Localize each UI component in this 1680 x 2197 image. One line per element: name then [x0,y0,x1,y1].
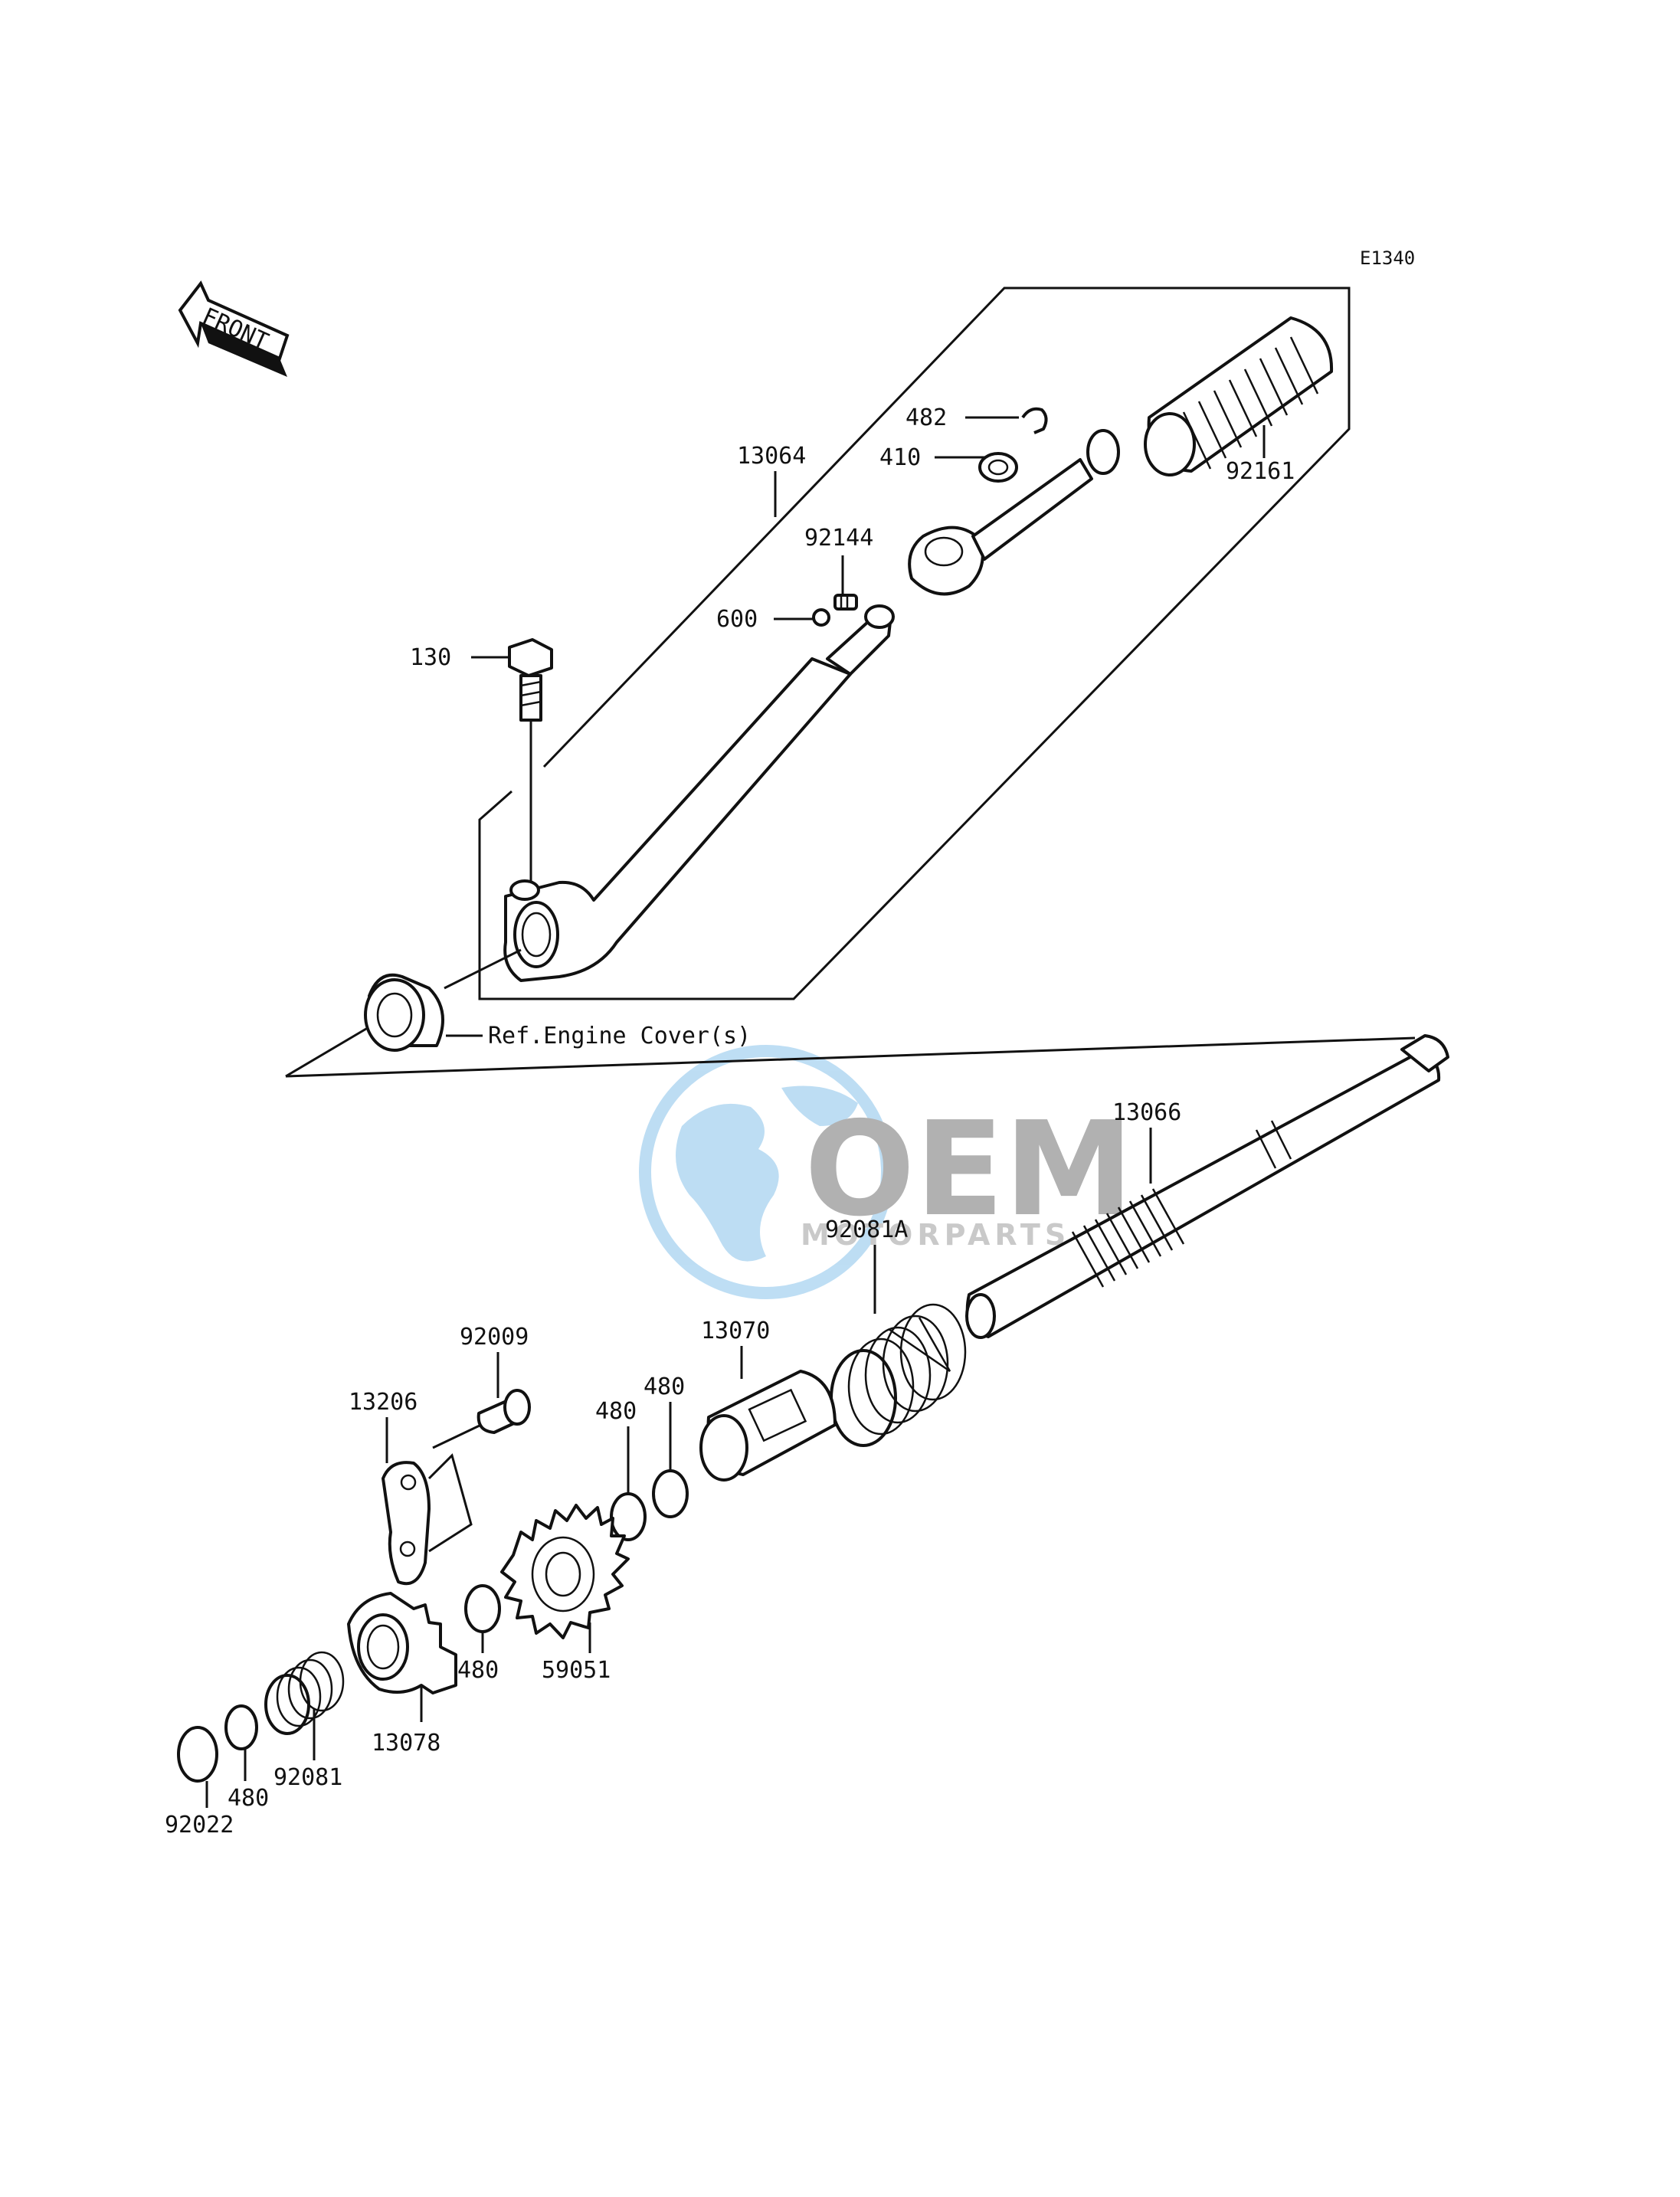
watermark-main-text: OEM [804,1094,1134,1246]
callout-480-c: 480 [457,1657,499,1684]
callout-600: 600 [716,606,758,633]
circlip-480-b [610,1492,647,1541]
kick-guide-13070 [699,1370,837,1482]
front-direction-arrow-icon: FRONT [178,280,290,377]
callout-92081: 92081 [273,1764,342,1791]
callout-92022: 92022 [165,1812,234,1838]
callout-480-a: 480 [644,1374,685,1400]
globe-continent-icon [676,1103,779,1262]
torsion-spring-92081a [830,1303,967,1447]
callout-480-b: 480 [595,1398,637,1425]
kick-ratchet-13078 [347,1592,457,1694]
leader-lines [205,416,1266,1808]
pedal-assembly-outline [478,286,1351,1000]
reference-note: Ref.Engine Cover(s) [488,1023,751,1049]
callout-130: 130 [410,644,451,671]
spring-92144 [833,594,858,611]
callout-92081a: 92081A [825,1216,908,1243]
oem-motorparts-watermark: OEM MOTORPARTS [639,1045,1134,1299]
ratchet-guide-13206 [382,1453,473,1586]
callout-92144: 92144 [804,525,873,552]
ball-600 [812,608,830,627]
kick-shaft [965,1034,1449,1339]
callout-480-d: 480 [228,1785,269,1812]
callout-13070: 13070 [701,1318,770,1344]
kick-pedal-arm [503,604,895,982]
callout-482: 482 [905,404,947,431]
callout-59051: 59051 [542,1657,611,1684]
washer-92022 [177,1726,218,1783]
callout-13206: 13206 [349,1389,418,1416]
bolt-130 [508,638,553,881]
callout-92009: 92009 [460,1324,529,1351]
callout-13064: 13064 [737,443,806,470]
callout-410: 410 [879,444,921,471]
pedal-rubber [1144,316,1334,476]
callout-13078: 13078 [372,1730,440,1757]
globe-ring [639,1045,893,1299]
circlip-480-c [464,1584,501,1633]
pin-92009 [432,1389,531,1449]
circlip-480-d [224,1704,258,1750]
pedal-lever [908,429,1120,596]
callout-92161: 92161 [1226,458,1295,485]
callout-13066: 13066 [1112,1099,1181,1126]
oil-seal [364,948,522,1052]
callout-labels: 13064 482 410 92161 92144 600 130 Ref.En… [165,404,1295,1838]
watermark-sub-text: MOTORPARTS [801,1218,1070,1252]
diagram-code: E1340 [1360,247,1415,269]
ratchet-spring-92081 [264,1651,345,1735]
e-clip-482 [1021,407,1048,434]
circlip-480-a [652,1469,689,1518]
kick-gear-59051 [500,1504,630,1639]
washer-410 [978,452,1018,483]
